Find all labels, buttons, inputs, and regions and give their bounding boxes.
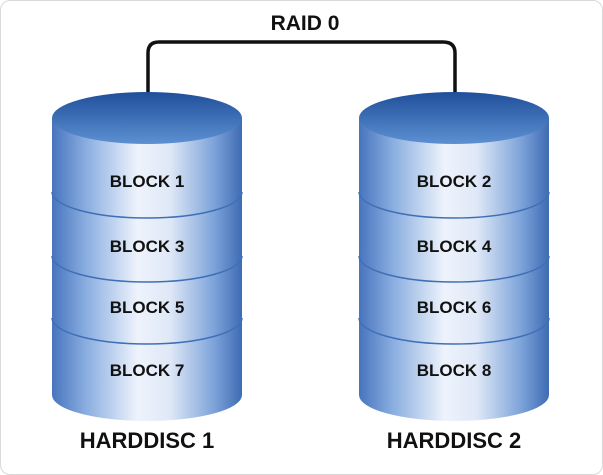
raid-title: RAID 0 xyxy=(271,12,340,35)
disk-block-label: BLOCK 4 xyxy=(417,237,492,256)
harddisc-1: BLOCK 1 BLOCK 3 BLOCK 5 BLOCK 7 HARDDISC… xyxy=(51,92,243,453)
disk-separator xyxy=(51,191,243,219)
disk-block-label: BLOCK 5 xyxy=(110,298,185,317)
disk-body xyxy=(52,118,242,421)
disk-label: HARDDISC 1 xyxy=(80,428,214,453)
disk-separator xyxy=(51,317,243,345)
disk-block-label: BLOCK 6 xyxy=(417,298,492,317)
harddisc-2: BLOCK 2 BLOCK 4 BLOCK 6 BLOCK 8 HARDDISC… xyxy=(358,92,550,453)
raid-connector-line xyxy=(146,40,457,118)
disk-body xyxy=(359,118,549,421)
disk-block-label: BLOCK 3 xyxy=(110,237,185,256)
disk-block-label: BLOCK 8 xyxy=(417,361,492,380)
disk-separator xyxy=(358,255,550,283)
disk-separator xyxy=(358,317,550,345)
disk-block-label: BLOCK 1 xyxy=(110,172,185,191)
disk-top xyxy=(359,92,549,144)
disk-block-label: BLOCK 2 xyxy=(417,172,492,191)
disk-separator xyxy=(51,255,243,283)
disk-label: HARDDISC 2 xyxy=(387,428,521,453)
disk-separator xyxy=(358,191,550,219)
disk-block-label: BLOCK 7 xyxy=(110,361,185,380)
disk-top xyxy=(52,92,242,144)
